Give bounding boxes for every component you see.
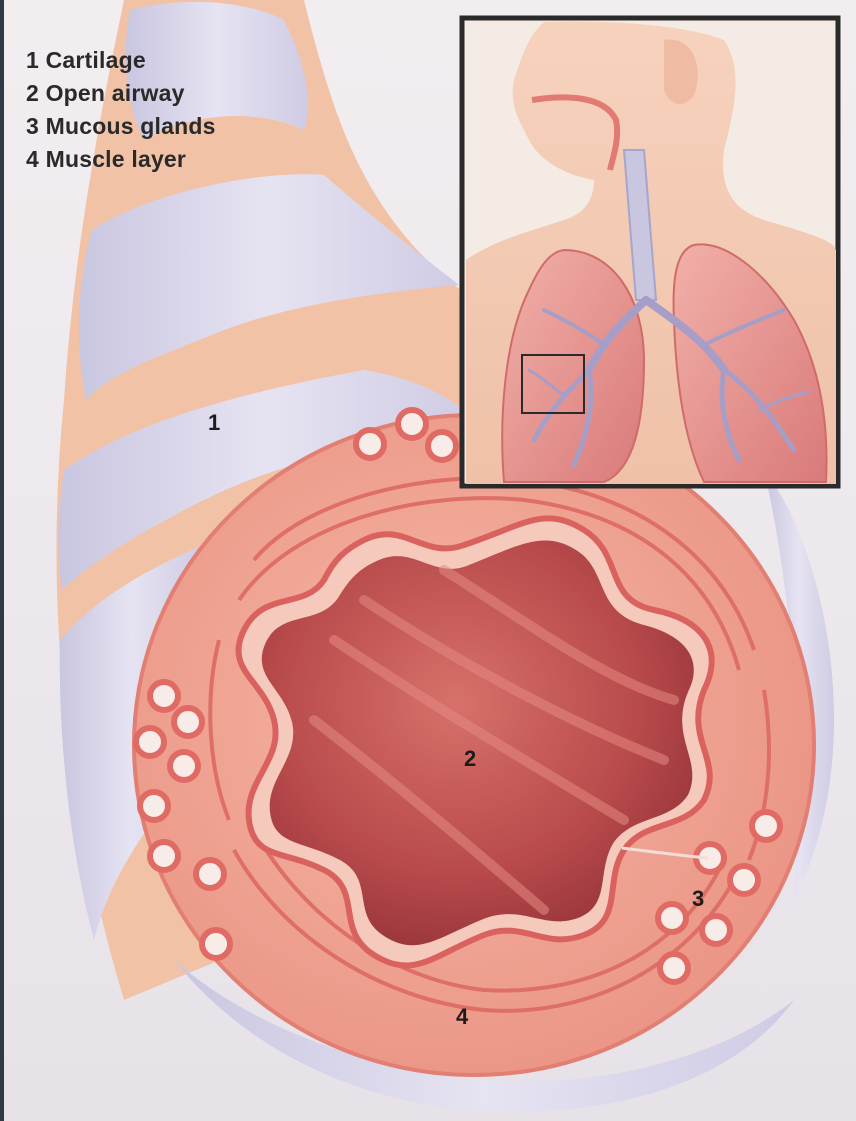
callout-open-airway: 2 [464,746,476,772]
diagram-page: 1 Cartilage 2 Open airway 3 Mucous gland… [4,0,856,1121]
legend-item: 1 Cartilage [26,44,216,77]
callout-cartilage: 1 [208,410,220,436]
legend-item: 4 Muscle layer [26,143,216,176]
legend-item: 3 Mucous glands [26,110,216,143]
callout-muscle-layer: 4 [456,1004,468,1030]
airway-cross-section [134,410,814,1075]
legend: 1 Cartilage 2 Open airway 3 Mucous gland… [26,44,216,176]
callout-mucous-glands: 3 [692,886,704,912]
inset-lungs-panel [462,18,838,486]
legend-item: 2 Open airway [26,77,216,110]
